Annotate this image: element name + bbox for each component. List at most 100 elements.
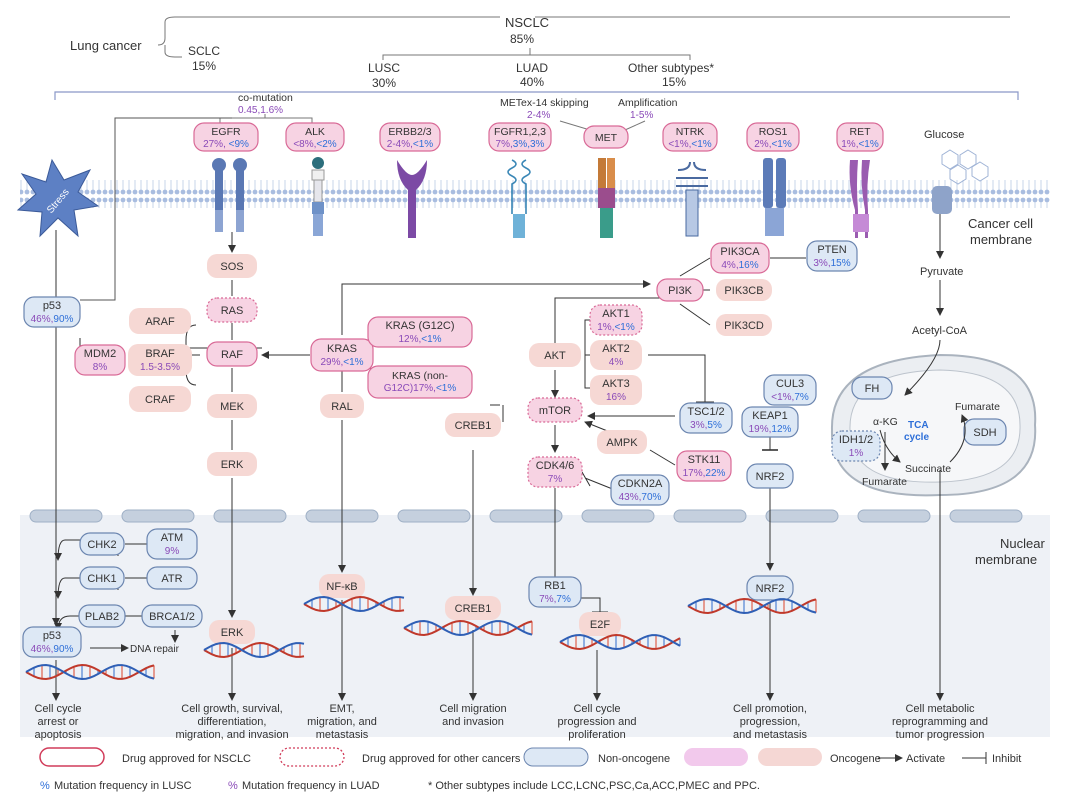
- araf-label: ARAF: [145, 316, 175, 328]
- dna-e2f: [559, 634, 681, 650]
- legend-pct-blue: %: [40, 780, 50, 792]
- ros1-name: ROS1: [759, 126, 788, 138]
- sclc-label: SCLC: [188, 44, 220, 58]
- e2f-node: [579, 612, 621, 636]
- akt2-freq: 4%: [609, 357, 624, 368]
- rb1-freq: 7%,7%: [539, 594, 571, 605]
- outcome-4-line-0: Cell cycle: [573, 703, 620, 715]
- atr-label: ATR: [161, 573, 182, 585]
- legend-nsclc-swatch: [39, 747, 105, 767]
- egfr-freq: 27%, <9%: [203, 139, 249, 150]
- comutation-values: 0.45,1.6%: [238, 105, 283, 116]
- fgfr-freq: 7%,3%,3%: [496, 139, 545, 150]
- erk_nuc-label: ERK: [221, 627, 244, 639]
- legend-non-oncogene-text: Non-oncogene: [598, 753, 670, 765]
- outcome-5-line-2: and metastasis: [733, 729, 807, 741]
- braf-label: BRAF: [145, 348, 175, 360]
- pten-label: PTEN: [817, 244, 846, 256]
- metex14-label: METex-14 skipping: [500, 97, 589, 109]
- legend-oncogene-swatch-1: [684, 748, 748, 766]
- brca-label: BRCA1/2: [149, 611, 195, 623]
- glucose-transporter-icon: [932, 149, 989, 214]
- nfkb-node: [319, 574, 365, 598]
- metex14-values: 2-4%: [527, 110, 550, 121]
- outcome-1-line-1: differentiation,: [198, 716, 267, 728]
- akt2-label: AKT2: [602, 343, 630, 355]
- ntrk-name: NTRK: [676, 126, 705, 138]
- cancer-cell-membrane-label: Cancer cell: [968, 216, 1033, 231]
- outcome-2-line-0: EMT,: [329, 703, 354, 715]
- stress-icon: Stress: [16, 158, 100, 238]
- stk11-node: [676, 450, 732, 482]
- outcome-3-line-0: Cell migration: [439, 703, 506, 715]
- amplification-values: 1-5%: [630, 110, 653, 121]
- raf-label: RAF: [221, 349, 243, 361]
- kras-label: KRAS: [327, 343, 357, 355]
- ntrk-receptor-icon: [676, 161, 708, 237]
- sos-node: [207, 254, 257, 278]
- chk1-label: CHK1: [87, 573, 116, 585]
- luad-pct: 40%: [520, 75, 544, 89]
- legend-nsclc-text: Drug approved for NSCLC: [122, 753, 251, 765]
- dna-creb1: [403, 620, 533, 636]
- dna-erk: [203, 642, 305, 658]
- pik3cd-label: PIK3CD: [724, 320, 764, 332]
- cdk46-label: CDK4/6: [536, 460, 575, 472]
- egfr-label-box: [193, 122, 259, 152]
- chk1-node: [79, 566, 125, 590]
- idh-label: IDH1/2: [839, 434, 873, 446]
- erbb-freq: 2-4%,<1%: [387, 139, 434, 150]
- p53-node: [23, 296, 81, 328]
- kras_g12c-freq: 12%,<1%: [398, 334, 441, 345]
- alk-name: ALK: [305, 126, 325, 138]
- p53-label: p53: [43, 630, 61, 642]
- nfkb-label: NF-κB: [326, 581, 357, 593]
- ntrk-label-box: [662, 122, 718, 152]
- lusc-label: LUSC: [368, 61, 400, 75]
- legend: Drug approved for NSCLC Drug approved fo…: [39, 747, 1021, 792]
- tsc-freq: 3%,5%: [690, 420, 722, 431]
- outcome-6-line-2: tumor progression: [896, 729, 985, 741]
- plab2-label: PLAB2: [85, 611, 119, 623]
- outcome-0-line-2: apoptosis: [34, 729, 82, 741]
- outcome-4-line-2: proliferation: [568, 729, 625, 741]
- ras-label: RAS: [221, 305, 244, 317]
- cancer-cell-membrane-label-2: membrane: [970, 232, 1032, 247]
- dna-repair-label: DNA repair: [130, 644, 180, 655]
- legend-activate-text: Activate: [906, 753, 945, 765]
- araf-node: [129, 308, 191, 334]
- mdm2-node: [74, 344, 126, 376]
- chk2-label: CHK2: [87, 539, 116, 551]
- cul3-node: [763, 374, 817, 406]
- nuclear-membrane: [29, 509, 1023, 523]
- raf-node: [206, 341, 258, 367]
- succinate-label: Succinate: [905, 463, 951, 475]
- nrf2-node: [746, 463, 794, 489]
- cdkn2a-node: [610, 474, 670, 506]
- receptor-shapes: [212, 149, 989, 238]
- met-label-box: [583, 125, 629, 149]
- pi3k-node: [656, 278, 704, 302]
- kras-non-g12c-node: [367, 365, 473, 399]
- pik3ca-label: PIK3CA: [720, 246, 760, 258]
- pik3ca-node: [710, 242, 770, 274]
- fgfr-receptor-icon: [507, 159, 531, 238]
- ret-name: RET: [850, 126, 872, 138]
- atm-node: [146, 528, 198, 560]
- ret-receptor-icon: [849, 160, 870, 238]
- creb1_nuc-node: [445, 596, 501, 620]
- lung-cancer-label: Lung cancer: [70, 38, 142, 53]
- sclc-pct: 15%: [192, 59, 216, 73]
- atr-node: [146, 566, 198, 590]
- pyruvate-label: Pyruvate: [920, 266, 963, 278]
- cell-membrane: [20, 180, 1050, 208]
- ras-node: [206, 297, 258, 323]
- glucose-label: Glucose: [924, 129, 964, 141]
- ral-node: [320, 394, 364, 418]
- fgfr-label-box: [488, 122, 552, 152]
- lusc-pct: 30%: [372, 76, 396, 90]
- stk11-freq: 17%,22%: [683, 468, 726, 479]
